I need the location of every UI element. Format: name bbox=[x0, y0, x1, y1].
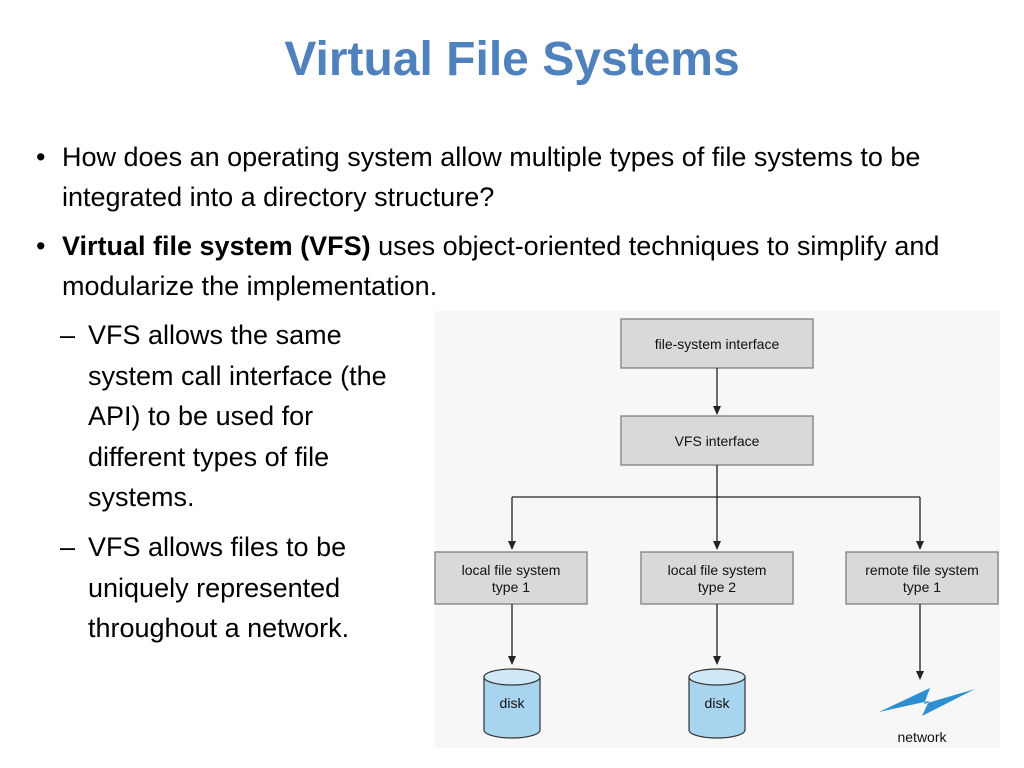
fs-interface-node: file-system interface bbox=[620, 318, 814, 369]
local-fs-1-node: local file system type 1 bbox=[434, 551, 588, 605]
local-fs-2-node: local file system type 2 bbox=[640, 551, 794, 605]
remote-fs-1-label-line-2: type 1 bbox=[903, 579, 941, 595]
fs-interface-label: file-system interface bbox=[655, 336, 780, 352]
disk-2-node: disk bbox=[688, 668, 746, 739]
disk-1-top bbox=[483, 668, 541, 686]
local-fs-1-box bbox=[434, 551, 588, 605]
disk-1-node: disk bbox=[483, 668, 541, 739]
bullet-2-text: Virtual file system (VFS) uses object-or… bbox=[62, 226, 992, 306]
local-fs-1-label-line-2: type 1 bbox=[492, 579, 530, 595]
bullet-1-text: How does an operating system allow multi… bbox=[62, 142, 921, 212]
local-fs-1-label-line-1: local file system bbox=[462, 562, 561, 578]
bullet-2-symbol: • bbox=[36, 231, 46, 261]
disk-1-label: disk bbox=[500, 695, 526, 711]
slide-title: Virtual File Systems bbox=[284, 33, 740, 86]
sub-bullet-2: – VFS allows files to be uniquely repres… bbox=[60, 527, 400, 697]
fs-interface-box bbox=[620, 318, 814, 369]
bullet-1-symbol: • bbox=[36, 142, 46, 172]
bullet-2-rest: uses object-oriented techniques to simpl… bbox=[62, 231, 940, 301]
sub-bullet-1-text: VFS allows the same system call interfac… bbox=[88, 320, 387, 512]
local-fs-2-label-line-1: local file system bbox=[668, 562, 767, 578]
sub-bullet-2-text: VFS allows files to be uniquely represen… bbox=[88, 532, 350, 643]
disk-2-top bbox=[688, 668, 746, 686]
disk-2-icon bbox=[688, 676, 746, 739]
remote-fs-1-box bbox=[845, 551, 999, 605]
local-fs-2-label-line-2: type 2 bbox=[698, 579, 736, 595]
bullet-2: • Virtual file system (VFS) uses object-… bbox=[36, 226, 996, 308]
bullet-1: • How does an operating system allow mul… bbox=[36, 137, 996, 219]
remote-fs-1-label-line-1: remote file system bbox=[865, 562, 979, 578]
disk-1-icon bbox=[483, 676, 541, 739]
remote-fs-1-node: remote file system type 1 bbox=[845, 551, 999, 605]
network-node: network bbox=[879, 688, 975, 745]
disk-2-label: disk bbox=[705, 695, 731, 711]
sub-bullet-1: – VFS allows the same system call interf… bbox=[60, 315, 400, 520]
network-bolt-icon bbox=[879, 688, 975, 716]
vfs-interface-label: VFS interface bbox=[675, 433, 760, 449]
vfs-interface-box bbox=[620, 415, 814, 466]
sub-bullet-1-symbol: – bbox=[60, 320, 76, 350]
network-label: network bbox=[897, 729, 947, 745]
vfs-interface-node: VFS interface bbox=[620, 415, 814, 466]
bullet-2-bold-term: Virtual file system (VFS) bbox=[62, 231, 371, 261]
local-fs-2-box bbox=[640, 551, 794, 605]
sub-bullet-2-symbol: – bbox=[60, 532, 76, 562]
